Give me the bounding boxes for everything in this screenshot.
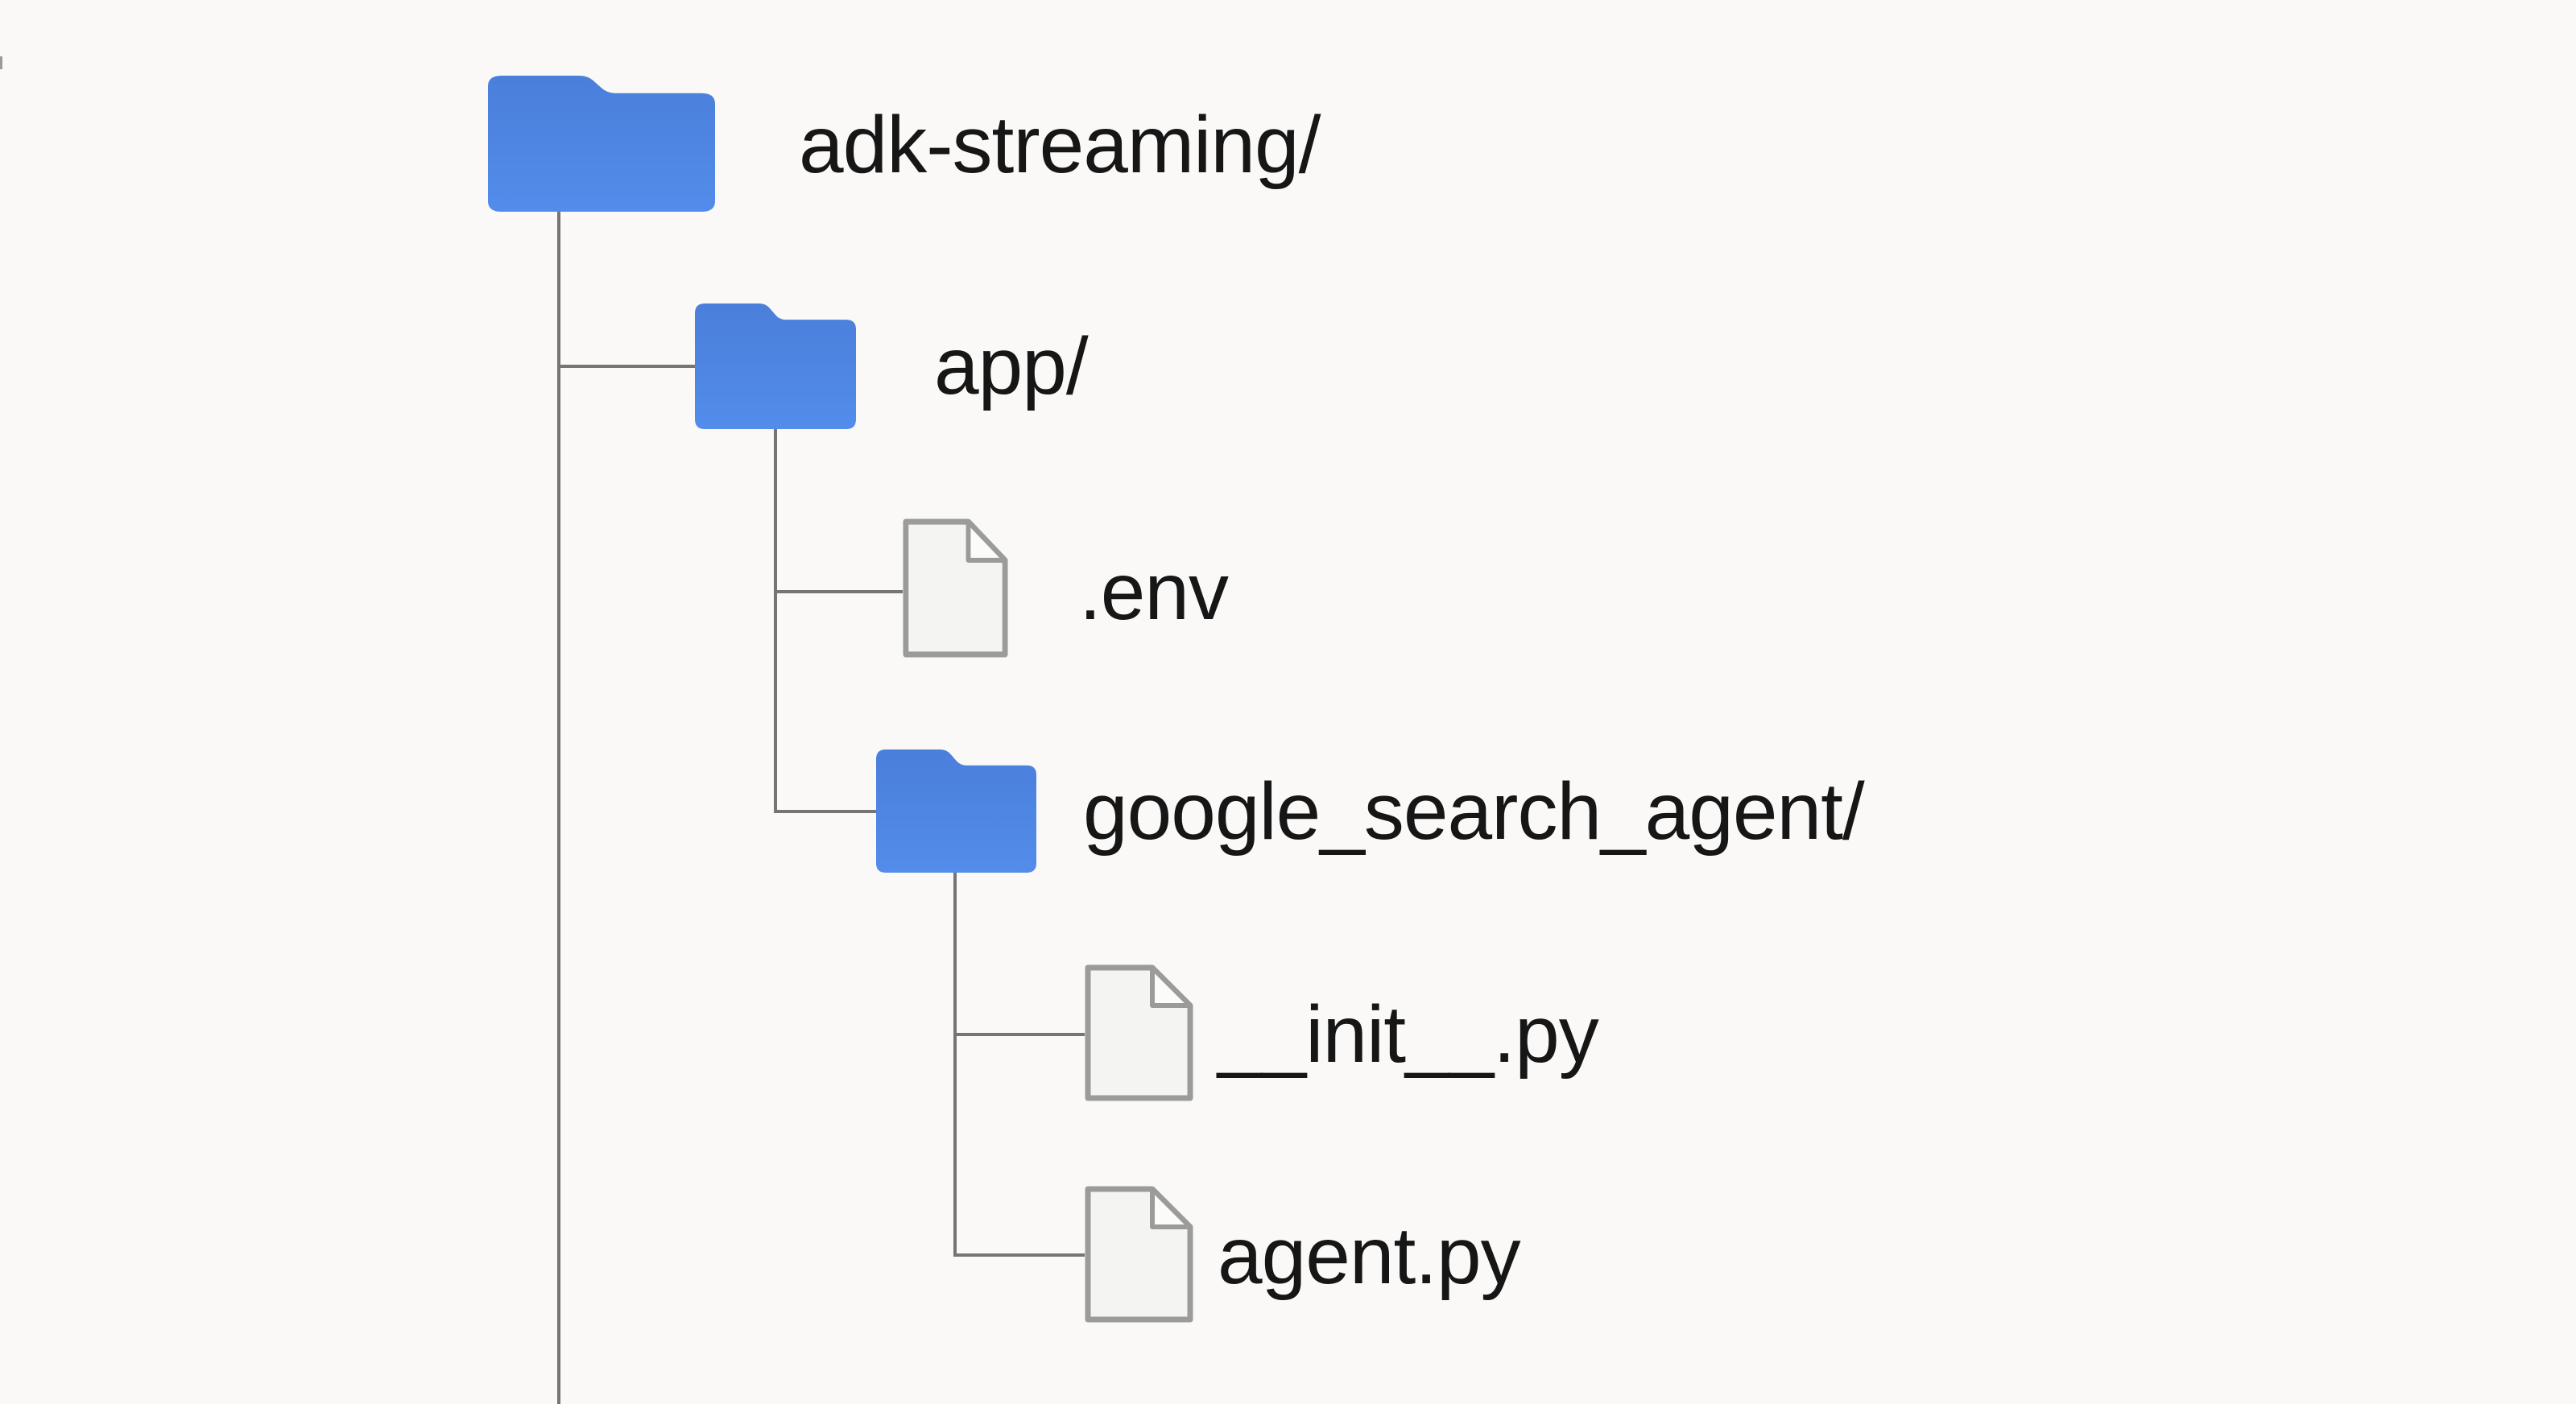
tree-node-label-agent-py: agent.py [1218, 1211, 1521, 1301]
stray-line-fragment [0, 56, 2, 69]
tree-node-label-app: app/ [934, 321, 1089, 411]
connector-branch-app [559, 365, 695, 368]
folder-icon [488, 76, 715, 212]
tree-node-label-google-search-agent: google_search_agent/ [1083, 766, 1865, 857]
connector-branch-google-search-agent [775, 810, 876, 813]
connector-trunk-google-search-agent [953, 871, 957, 1257]
file-icon [1085, 964, 1193, 1101]
file-icon [1085, 1186, 1193, 1323]
folder-icon [695, 304, 856, 429]
connector-trunk-root [557, 209, 560, 1404]
connector-branch-agent-py [955, 1253, 1085, 1257]
folder-icon [876, 749, 1036, 873]
connector-trunk-app [774, 427, 777, 813]
connector-branch-init-py [955, 1033, 1085, 1036]
tree-node-label-init-py: __init__.py [1218, 989, 1599, 1080]
tree-node-label-env: .env [1079, 547, 1229, 637]
tree-node-label-adk-streaming: adk-streaming/ [799, 100, 1321, 190]
file-icon [903, 518, 1008, 658]
connector-branch-env [775, 590, 903, 593]
